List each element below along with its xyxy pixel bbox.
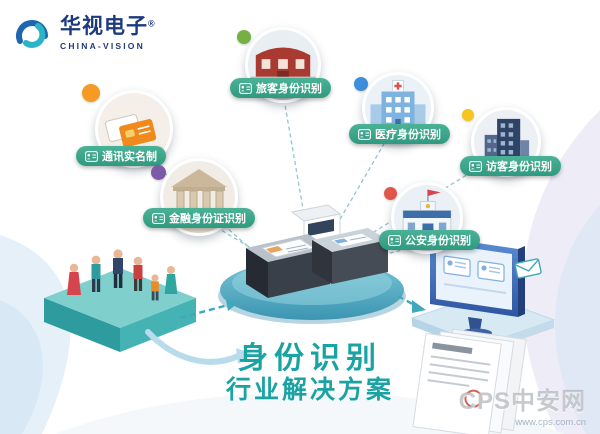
people-group bbox=[67, 249, 178, 301]
title-line2: 行业解决方案 bbox=[225, 376, 394, 404]
background-waves bbox=[0, 110, 600, 434]
china-vision-logo: 华视电子® CHINA-VISION bbox=[10, 12, 155, 56]
watermark-brand: CPS中安网 bbox=[458, 388, 586, 415]
red-stamp bbox=[464, 389, 483, 408]
id-card-readers bbox=[246, 204, 388, 298]
workstation bbox=[410, 236, 556, 434]
brand-name: 华视电子 bbox=[60, 15, 148, 38]
poster-title: 身份识别 行业解决方案 bbox=[205, 342, 415, 406]
documents bbox=[412, 328, 527, 434]
front-reader-right bbox=[312, 228, 388, 284]
title-line1: 身份识别 bbox=[238, 342, 382, 375]
logo-swirl-icon bbox=[16, 20, 48, 48]
watermark-url: www.cps.com.cn bbox=[515, 417, 586, 428]
flow-arrows bbox=[145, 294, 426, 365]
registered-mark: ® bbox=[148, 18, 155, 29]
envelope-icon bbox=[514, 258, 542, 279]
people-platform bbox=[44, 249, 196, 352]
cps-watermark: CPS中安网 www.cps.com.cn bbox=[459, 381, 586, 428]
brand-subtitle: CHINA-VISION bbox=[60, 41, 145, 52]
